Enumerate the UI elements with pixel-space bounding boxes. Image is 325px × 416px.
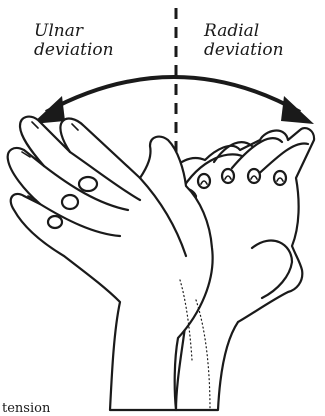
radial-line-2: deviation xyxy=(204,41,284,60)
radial-deviation-label: Radial deviation xyxy=(204,22,284,60)
radial-line-1: Radial xyxy=(204,22,284,41)
double-headed-curved-arrow xyxy=(32,77,314,124)
ulnar-deviation-label: Ulnar deviation xyxy=(34,22,114,60)
ulnar-line-2: deviation xyxy=(34,41,114,60)
ulnar-line-1: Ulnar xyxy=(34,22,114,41)
partial-caption-text: tension xyxy=(2,402,50,416)
